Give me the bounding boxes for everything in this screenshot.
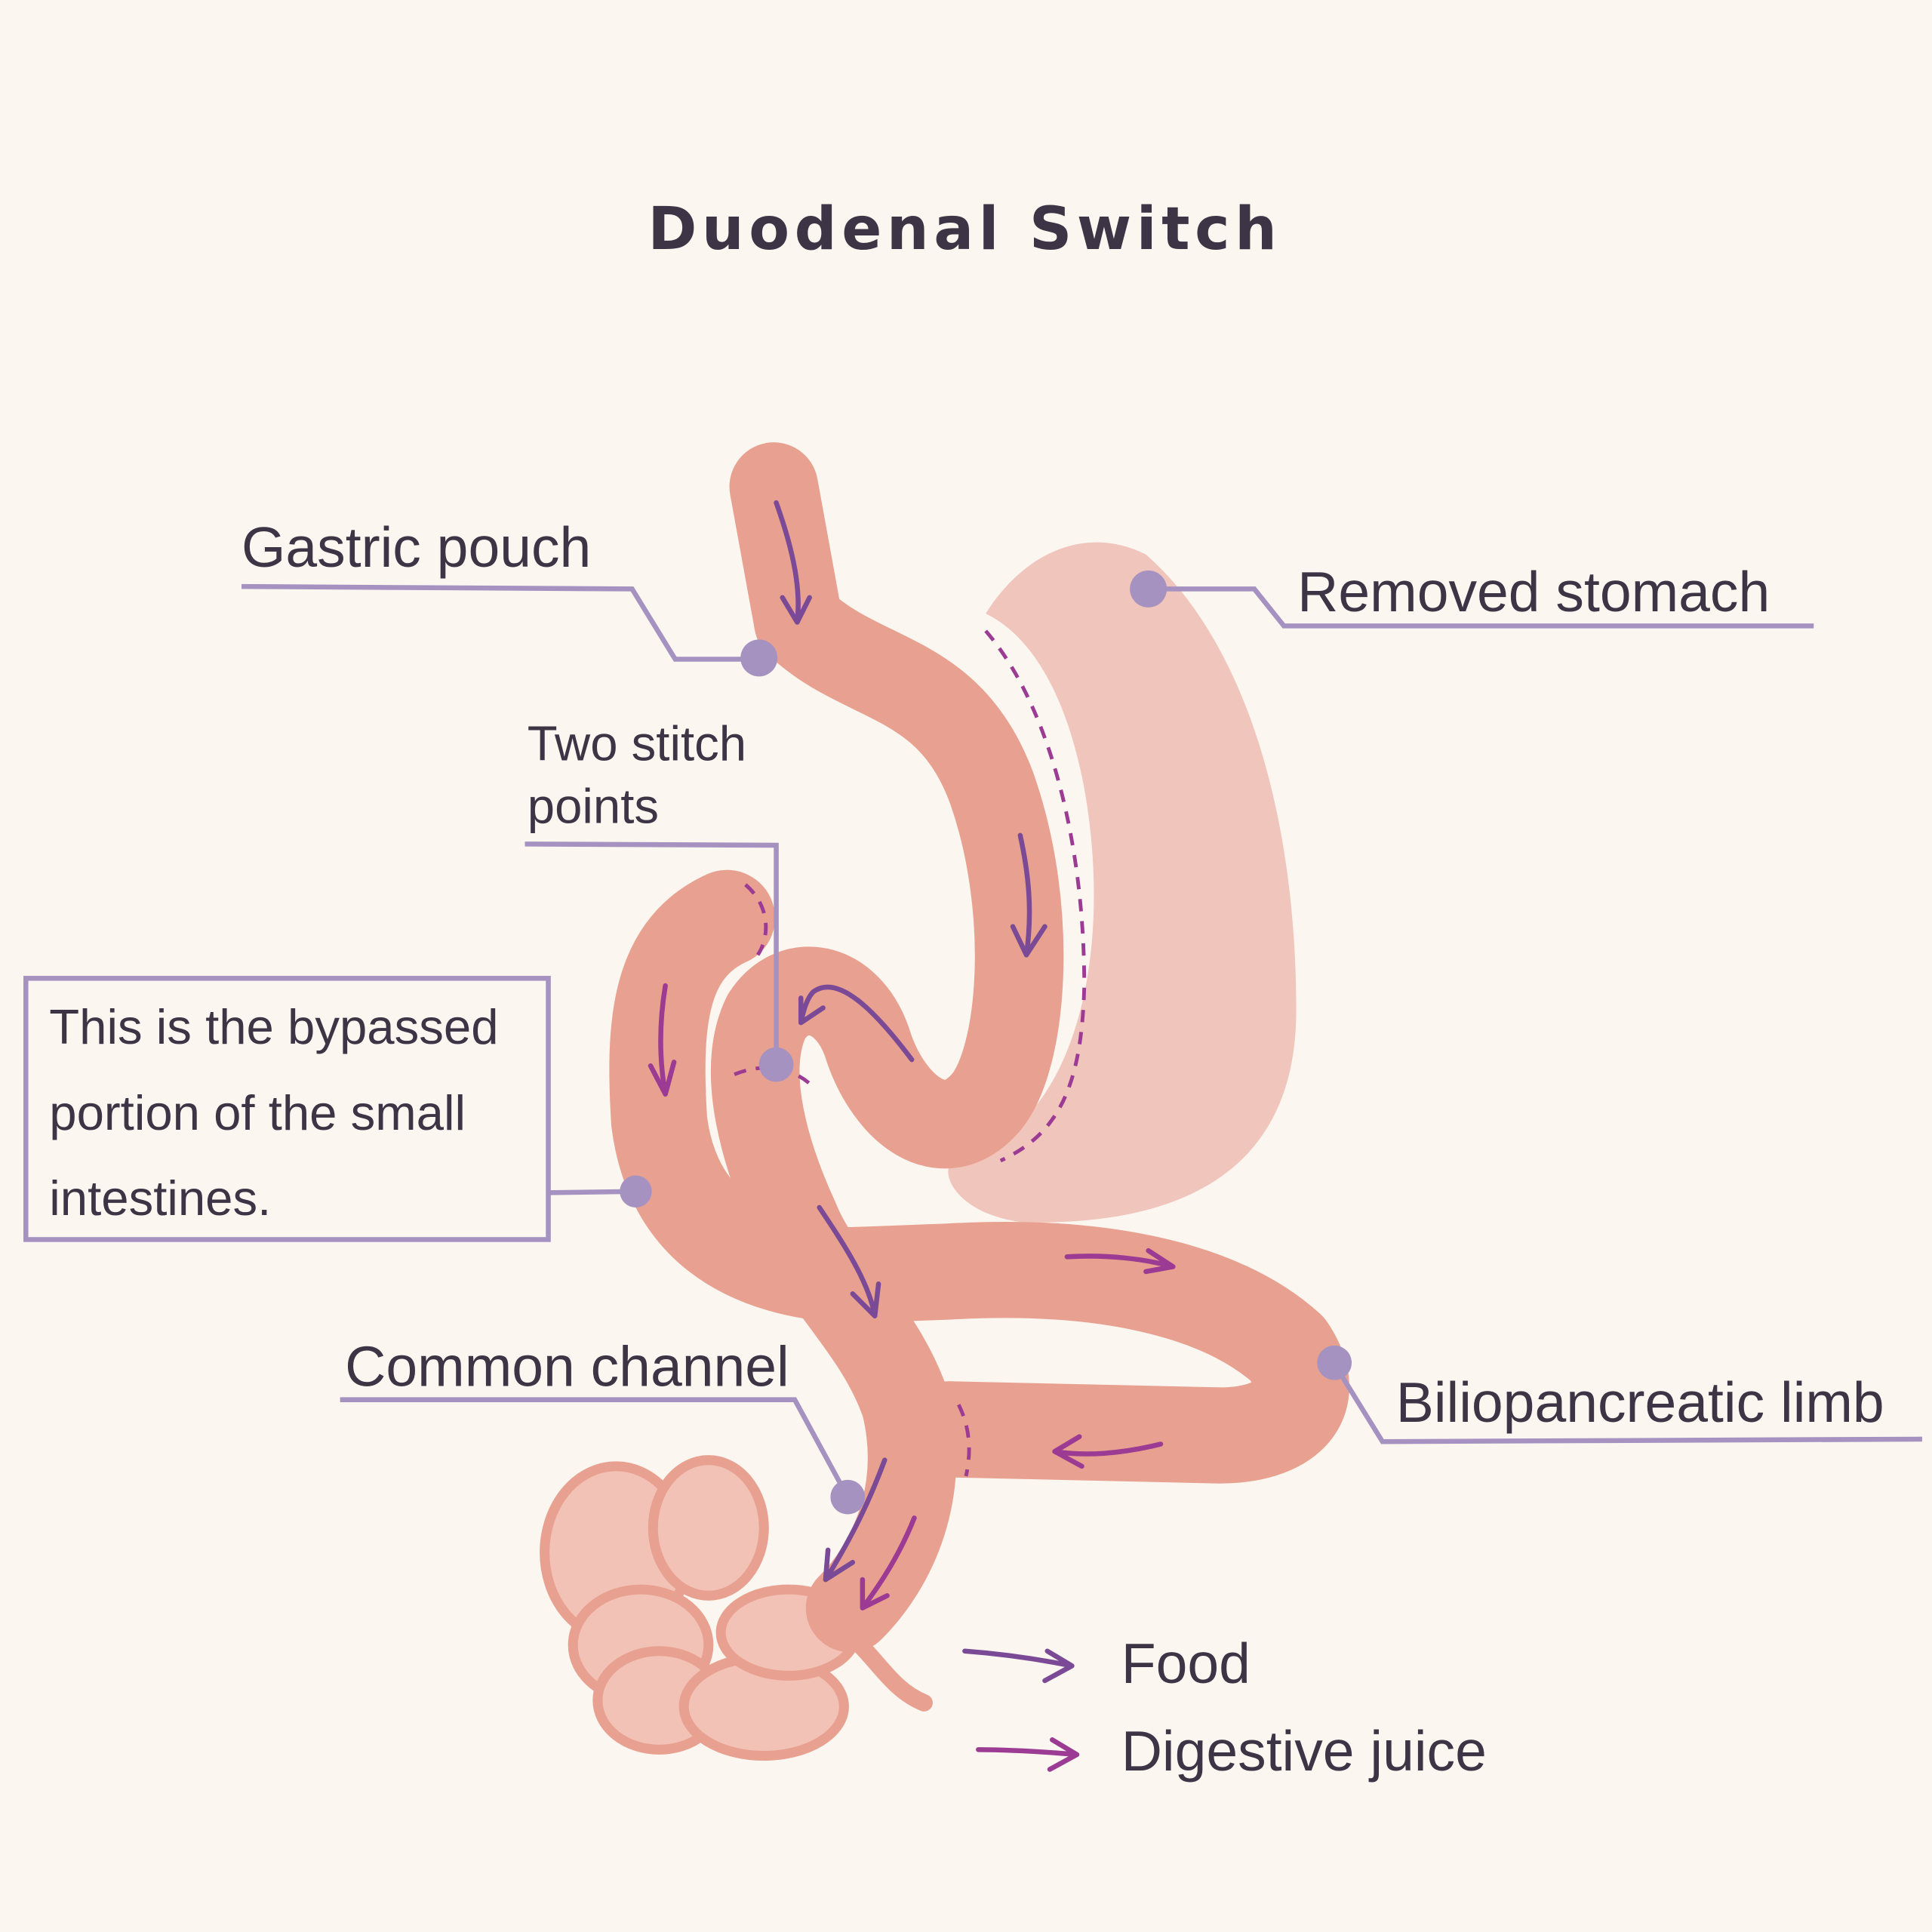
- food-flow-arrows: [774, 500, 1048, 1583]
- removed-stomach-label: Removed stomach: [1297, 560, 1770, 623]
- stitch-point-marker: [758, 1047, 794, 1082]
- removed-stomach-marker: [1130, 570, 1168, 608]
- common-channel-callout: Common channel: [340, 1335, 866, 1515]
- gastric-sleeve-and-common-channel: [710, 442, 1064, 1653]
- legend: Food Digestive juice: [962, 1632, 1487, 1783]
- diagram-title: Duodenal Switch: [648, 195, 1281, 263]
- food-arrow-icon: [962, 1648, 1075, 1684]
- bypassed-portion-callout: This is the bypassed portion of the smal…: [23, 976, 652, 1242]
- bypassed-marker: [620, 1175, 652, 1208]
- juice-flow-arrows: [648, 983, 1176, 1611]
- gastric-pouch-callout: Gastric pouch: [241, 515, 778, 677]
- gastric-pouch-label: Gastric pouch: [242, 515, 591, 579]
- legend-item-digestive-juice: Digestive juice: [976, 1719, 1487, 1783]
- bypassed-label-line2: portion of the small: [49, 1085, 466, 1140]
- legend-food-label: Food: [1121, 1632, 1251, 1695]
- stitch-line-top: [744, 883, 768, 956]
- staple-line: [984, 629, 1087, 1163]
- gastric-pouch-marker: [740, 639, 778, 677]
- juice-arrow-icon: [976, 1737, 1080, 1772]
- bypassed-info-box: [23, 976, 551, 1242]
- common-channel-marker: [830, 1479, 866, 1515]
- bypassed-limb: [609, 869, 1349, 1484]
- biliopancreatic-limb-callout: Biliopancreatic limb: [1317, 1345, 1922, 1444]
- legend-item-food: Food: [962, 1632, 1251, 1695]
- stitch-points-label-line1: Two stitch: [528, 715, 746, 771]
- stitch-line-bottom: [957, 1404, 971, 1477]
- common-channel-label: Common channel: [345, 1335, 789, 1398]
- bypassed-label-line3: intestines.: [49, 1171, 271, 1226]
- stitch-points-label-line2: points: [528, 779, 659, 834]
- biliopancreatic-marker: [1317, 1345, 1352, 1380]
- removed-stomach-callout: Removed stomach: [1130, 560, 1814, 629]
- legend-digestive-juice-label: Digestive juice: [1121, 1719, 1487, 1783]
- stitch-points-callout: Two stitch points: [525, 715, 794, 1082]
- biliopancreatic-limb-label: Biliopancreatic limb: [1396, 1371, 1884, 1434]
- removed-stomach-shape: [948, 542, 1297, 1223]
- bypassed-label-line1: This is the bypassed: [49, 999, 498, 1054]
